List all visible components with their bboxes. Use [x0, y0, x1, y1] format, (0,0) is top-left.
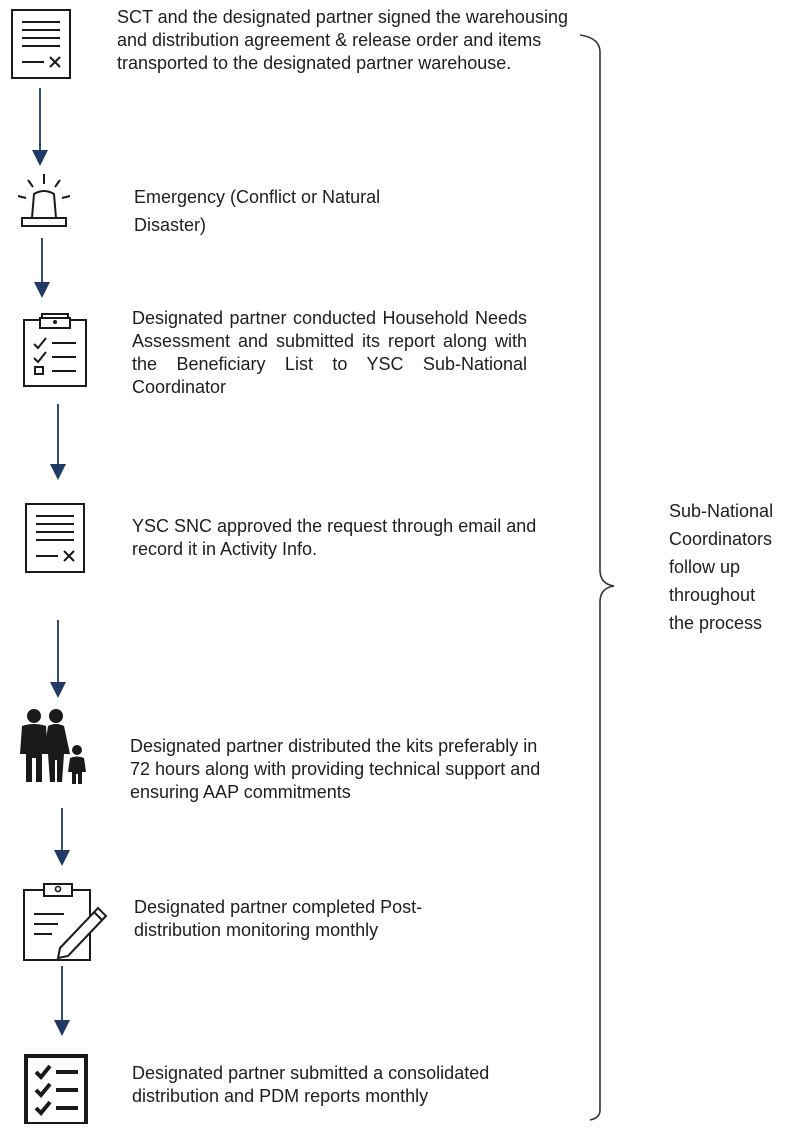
step-4-text: YSC SNC approved the request through ema…	[132, 516, 537, 559]
step-7-text: Designated partner submitted a consolida…	[132, 1063, 490, 1106]
arrow-down-3	[50, 404, 66, 480]
checklist-icon	[24, 1054, 88, 1129]
arrow-down-4	[50, 620, 66, 698]
document-icon	[24, 502, 86, 579]
step-6-text: Designated partner completed Post-distri…	[134, 897, 423, 940]
arrow-down-2	[34, 238, 50, 298]
step-2-text: Emergency (Conflict or Natural Disaster)	[134, 187, 381, 235]
step-3-text: Designated partner conducted Household N…	[132, 308, 527, 397]
step-1-text: SCT and the designated partner signed th…	[117, 7, 568, 73]
family-icon	[14, 708, 90, 789]
arrow-down-1	[32, 88, 48, 166]
side-label: Sub-National Coordinators follow up thro…	[669, 501, 774, 633]
clipboard-checklist-icon	[20, 310, 90, 395]
document-icon	[10, 8, 72, 85]
step-5-text: Designated partner distributed the kits …	[130, 736, 541, 802]
arrow-down-5	[54, 808, 70, 866]
arrow-down-6	[54, 966, 70, 1036]
clipboard-pen-icon	[20, 878, 116, 969]
alarm-siren-icon	[14, 172, 74, 235]
